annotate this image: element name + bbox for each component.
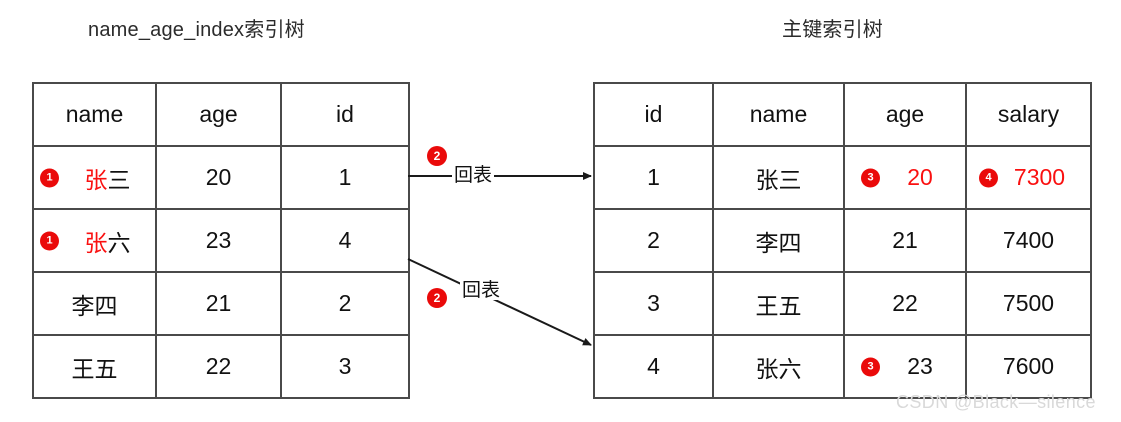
table-row: 1 张六 23 4 [32,208,410,273]
watermark: CSDN @Black—silence [896,392,1096,412]
age-value: 20 [907,164,933,190]
table-row: 2 李四 21 7400 [593,208,1092,273]
cell-name: 李四 [712,208,845,273]
cell-salary: 7400 [965,208,1092,273]
name-age-index-table: name age id 1 张三 20 1 1 张六 [32,82,410,399]
left-table-title: name_age_index索引树 [88,19,305,41]
column-header-id: id [280,82,410,147]
cell-age: 21 [843,208,967,273]
step-badge-2: 2 [427,288,447,308]
table-row: 李四 21 2 [32,271,410,336]
cell-age: 20 [155,145,282,210]
cell-salary: 7500 [965,271,1092,336]
name-surname: 张 [84,166,108,193]
name-surname: 张 [84,229,108,256]
step-badge-1: 1 [40,231,59,250]
step-badge-3: 3 [861,357,880,376]
name-given: 六 [107,229,131,256]
table-row: 4 张六 3 23 7600 [593,334,1092,399]
name-value: 张三 [59,161,131,195]
cell-age: 21 [155,271,282,336]
cell-age: 22 [155,334,282,399]
cell-id: 1 [593,145,714,210]
cell-id: 2 [593,208,714,273]
cell-id: 2 [280,271,410,336]
lookup-label-1: 回表 [452,165,495,186]
cell-id: 4 [593,334,714,399]
cell-name: 王五 [32,334,157,399]
step-badge-1: 1 [40,168,59,187]
step-badge-4: 4 [979,168,998,187]
salary-value: 7300 [1013,164,1066,190]
cell-age: 3 23 [843,334,967,399]
cell-name: 1 张六 [32,208,157,273]
cell-id: 4 [280,208,410,273]
table-row: 1 张三 20 1 [32,145,410,210]
cell-age: 22 [843,271,967,336]
column-header-name: name [32,82,157,147]
primary-key-index-table: id name age salary 1 张三 3 20 4 7300 2 [593,82,1092,399]
cell-id: 1 [280,145,410,210]
column-header-id: id [593,82,714,147]
table-row: 3 王五 22 7500 [593,271,1092,336]
column-header-age: age [155,82,282,147]
cell-name: 王五 [712,271,845,336]
lookup-label-2: 回表 [460,280,503,301]
step-badge-3: 3 [861,168,880,187]
right-table-title: 主键索引树 [782,19,883,41]
table-row: 1 张三 3 20 4 7300 [593,145,1092,210]
cell-name: 李四 [32,271,157,336]
cell-age: 3 20 [843,145,967,210]
column-header-age: age [843,82,967,147]
cell-name: 1 张三 [32,145,157,210]
cell-age: 23 [155,208,282,273]
cell-id: 3 [280,334,410,399]
table-header-row: id name age salary [593,82,1092,147]
name-value: 张六 [59,224,131,258]
table-row: 王五 22 3 [32,334,410,399]
cell-name: 张三 [712,145,845,210]
column-header-name: name [712,82,845,147]
step-badge-2: 2 [427,146,447,166]
cell-salary: 7600 [965,334,1092,399]
age-value: 23 [907,353,933,379]
column-header-salary: salary [965,82,1092,147]
cell-name: 张六 [712,334,845,399]
cell-id: 3 [593,271,714,336]
table-header-row: name age id [32,82,410,147]
name-given: 三 [107,166,131,193]
cell-salary: 4 7300 [965,145,1092,210]
